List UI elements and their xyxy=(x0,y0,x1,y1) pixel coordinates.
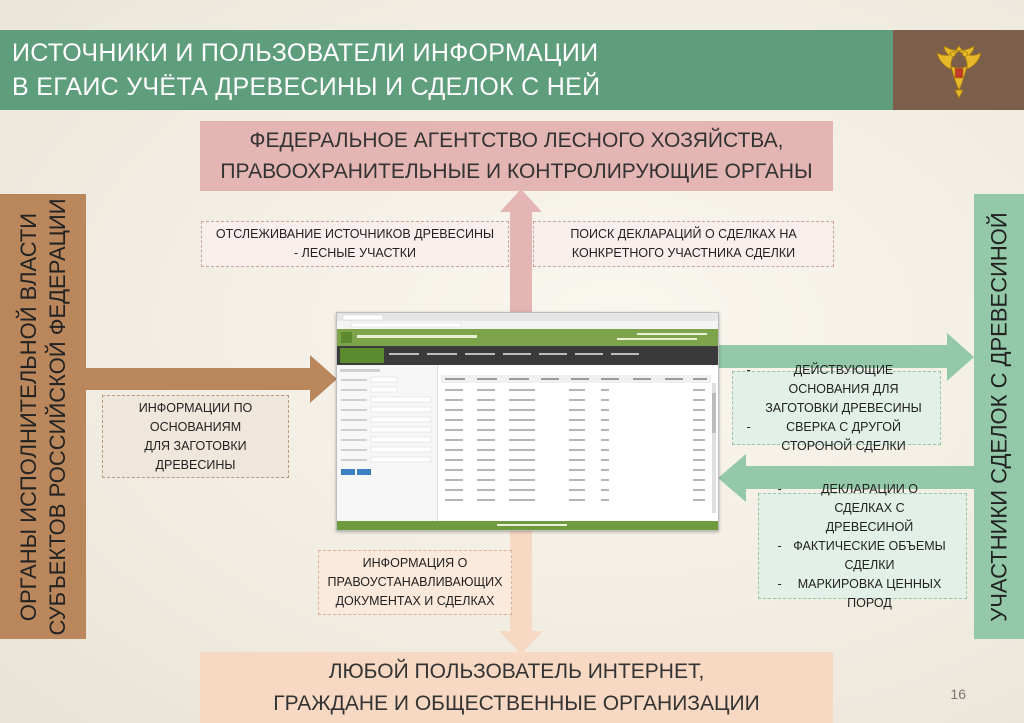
egais-screenshot-image xyxy=(337,313,718,530)
tracking-note: ОТСЛЕЖИВАНИЕ ИСТОЧНИКОВ ДРЕВЕСИНЫ - ЛЕСН… xyxy=(201,221,509,267)
right-bottom-item-2: ФАКТИЧЕСКИЕ ОБЪЕМЫ СДЕЛКИ xyxy=(778,537,948,575)
bottom-info-line-1: ИНФОРМАЦИЯ О xyxy=(363,554,468,573)
tracking-note-line-1: ОТСЛЕЖИВАНИЕ ИСТОЧНИКОВ ДРЕВЕСИНЫ xyxy=(216,225,494,244)
federal-agency-line-1: ФЕДЕРАЛЬНОЕ АГЕНТСТВО ЛЕСНОГО ХОЗЯЙСТВА, xyxy=(250,125,784,156)
left-info-line-3: ДЛЯ ЗАГОТОВКИ xyxy=(144,437,246,456)
right-top-item-1: ДЕЙСТВУЮЩИЕ ОСНОВАНИЯ ДЛЯ ЗАГОТОВКИ ДРЕВ… xyxy=(747,361,927,418)
left-info-note: ИНФОРМАЦИИ ПО ОСНОВАНИЯМ ДЛЯ ЗАГОТОВКИ Д… xyxy=(102,395,289,478)
left-info-line-4: ДРЕВЕСИНЫ xyxy=(156,456,236,475)
internet-users-line-1: ЛЮБОЙ ПОЛЬЗОВАТЕЛЬ ИНТЕРНЕТ, xyxy=(329,656,705,688)
page-number: 16 xyxy=(950,686,966,702)
right-bottom-item-1: ДЕКЛАРАЦИИ О СДЕЛКАХ С ДРЕВЕСИНОЙ xyxy=(778,480,948,537)
bottom-info-line-3: ДОКУМЕНТАХ И СДЕЛКАХ xyxy=(336,592,495,611)
tracking-note-line-2: - ЛЕСНЫЕ УЧАСТКИ xyxy=(294,244,416,263)
search-note: ПОИСК ДЕКЛАРАЦИЙ О СДЕЛКАХ НА КОНКРЕТНОГ… xyxy=(533,221,834,267)
federal-agency-box: ФЕДЕРАЛЬНОЕ АГЕНТСТВО ЛЕСНОГО ХОЗЯЙСТВА,… xyxy=(200,121,833,191)
bottom-info-line-2: ПРАВОУСТАНАВЛИВАЮЩИХ xyxy=(328,573,503,592)
right-bottom-item-3: МАРКИРОВКА ЦЕННЫХ ПОРОД xyxy=(778,575,948,613)
internet-users-box: ЛЮБОЙ ПОЛЬЗОВАТЕЛЬ ИНТЕРНЕТ, ГРАЖДАНЕ И … xyxy=(200,652,833,723)
federal-agency-line-2: ПРАВООХРАНИТЕЛЬНЫЕ И КОНТРОЛИРУЮЩИЕ ОРГА… xyxy=(220,156,812,187)
right-bottom-note: ДЕКЛАРАЦИИ О СДЕЛКАХ С ДРЕВЕСИНОЙ ФАКТИЧ… xyxy=(758,493,967,599)
left-info-line-2: ОСНОВАНИЯМ xyxy=(150,418,241,437)
internet-users-line-2: ГРАЖДАНЕ И ОБЩЕСТВЕННЫЕ ОРГАНИЗАЦИИ xyxy=(273,688,759,720)
egais-screenshot xyxy=(336,312,719,531)
search-note-line-1: ПОИСК ДЕКЛАРАЦИЙ О СДЕЛКАХ НА xyxy=(570,225,796,244)
right-top-item-2: СВЕРКА С ДРУГОЙ СТОРОНОЙ СДЕЛКИ xyxy=(747,418,927,456)
left-info-line-1: ИНФОРМАЦИИ ПО xyxy=(139,399,253,418)
bottom-info-note: ИНФОРМАЦИЯ О ПРАВОУСТАНАВЛИВАЮЩИХ ДОКУМЕ… xyxy=(318,550,512,615)
right-top-note: ДЕЙСТВУЮЩИЕ ОСНОВАНИЯ ДЛЯ ЗАГОТОВКИ ДРЕВ… xyxy=(732,371,941,445)
search-note-line-2: КОНКРЕТНОГО УЧАСТНИКА СДЕЛКИ xyxy=(572,244,795,263)
